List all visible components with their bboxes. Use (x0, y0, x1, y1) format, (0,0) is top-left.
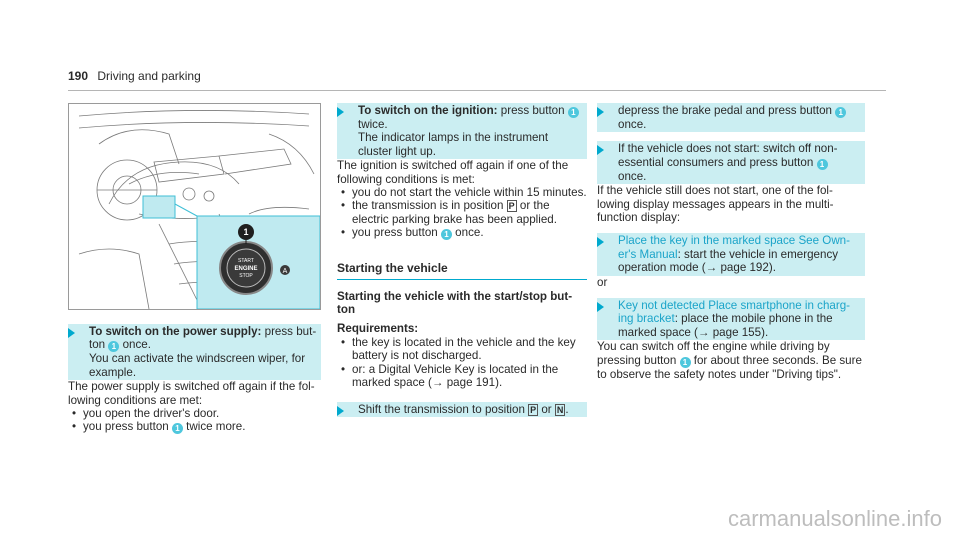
step-power-supply: To switch on the power supply: press but… (68, 324, 321, 381)
page-header: 190 Driving and parking (68, 69, 201, 83)
eco-symbol: A (283, 268, 288, 275)
column-2: To switch on the ignition: press button … (337, 103, 587, 417)
list-item: you do not start the vehicle within 15 m… (337, 186, 587, 200)
condition-list: you do not start the vehicle within 15 m… (337, 186, 587, 241)
chapter-title: Driving and parking (97, 69, 201, 83)
step-arrow-icon (337, 107, 344, 117)
step-arrow-icon (597, 107, 604, 117)
button-label-engine: ENGINE (234, 266, 257, 272)
step-arrow-icon (597, 302, 604, 313)
list-item: you open the driver's door. (68, 407, 321, 421)
step-not-start: If the vehicle does not start: switch of… (597, 141, 865, 185)
cockpit-drawing: START ENGINE STOP A 1 (78, 110, 320, 309)
page-ref-arrow-icon: → (697, 325, 710, 339)
list-item: the key is located in the vehicle and th… (337, 336, 587, 363)
cockpit-illustration: START ENGINE STOP A 1 (68, 103, 321, 310)
paragraph: The power supply is switched off again i… (68, 380, 315, 407)
display-message-link[interactable]: Key not detected Place smartphone in cha… (618, 299, 851, 326)
step-brake: depress the brake pedal and press button… (597, 103, 865, 133)
list-item: you press button 1 once. (337, 226, 587, 241)
header-rule (68, 90, 886, 91)
button-label-stop: STOP (239, 273, 253, 279)
callout-1-icon: 1 (816, 158, 828, 170)
callout-1-icon: 1 (171, 423, 183, 435)
step-title: To switch on the power supply: (89, 325, 262, 338)
step-shift: Shift the transmission to position P or … (337, 401, 587, 417)
paragraph: The ignition is switched off again if on… (337, 159, 569, 186)
callout-1-icon: 1 (567, 107, 579, 118)
callout-1-icon: 1 (679, 356, 691, 368)
callout-1-icon: 1 (440, 229, 452, 241)
watermark: carmanualsonline.info (727, 505, 942, 531)
section-heading: Starting the vehicle (337, 261, 587, 280)
step-arrow-icon (597, 237, 604, 248)
page-ref-arrow-icon: → (431, 376, 444, 390)
paragraph: If the vehicle still does not start, one… (597, 184, 834, 225)
requirements-heading: Requirements: (337, 322, 419, 336)
step-arrow-icon (68, 328, 75, 338)
gear-p-symbol: P (506, 200, 517, 213)
paragraph: You can switch off the engine while driv… (597, 340, 862, 381)
column-1: To switch on the power supply: press but… (68, 324, 321, 435)
page-ref-arrow-icon: → (705, 261, 718, 275)
condition-list: you open the driver's door. you press bu… (68, 407, 321, 435)
subheading: Starting the vehicle with the start/stop… (337, 289, 573, 317)
or-label: or (597, 275, 608, 289)
requirements-list: the key is located in the vehicle and th… (337, 336, 587, 390)
callout-1-icon: 1 (835, 107, 847, 118)
callout-1-icon: 1 (108, 341, 120, 353)
list-item: or: a Digital Vehicle Key is located in … (337, 363, 587, 390)
step-arrow-icon (597, 145, 604, 156)
display-message-link[interactable]: Place the key in the marked space See Ow… (618, 234, 850, 261)
button-label-start: START (238, 258, 254, 264)
step-arrow-icon (337, 405, 344, 416)
page-number: 190 (68, 69, 89, 83)
step-ignition: To switch on the ignition: press button … (337, 103, 587, 160)
column-3: depress the brake pedal and press button… (597, 103, 865, 381)
step-emergency: Place the key in the marked space See Ow… (597, 233, 865, 276)
gear-p-symbol: P (528, 403, 539, 416)
gear-n-symbol: N (554, 403, 566, 416)
list-item: you press button 1 twice more. (68, 420, 321, 435)
step-smartphone: Key not detected Place smartphone in cha… (597, 298, 865, 341)
figure-callout-1: 1 (243, 227, 248, 237)
list-item: the transmission is in position P or the… (337, 199, 587, 226)
